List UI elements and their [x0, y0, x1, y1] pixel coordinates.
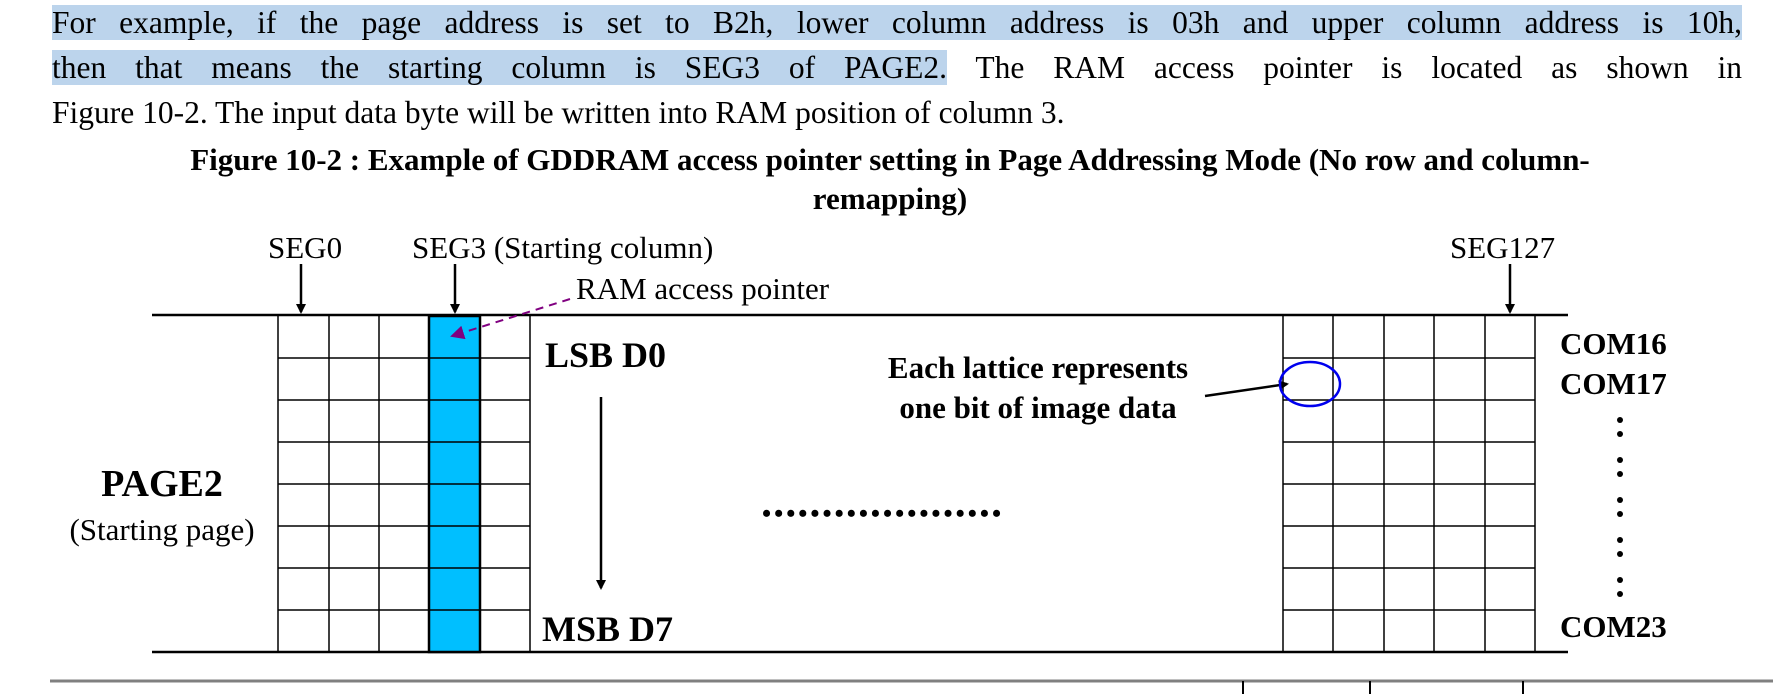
- ellipsis-dots: ••••••••••••••••••••: [762, 499, 1004, 528]
- seg127-label: SEG127: [1450, 230, 1555, 265]
- com-vertical-dots: [1617, 417, 1623, 597]
- page-label: PAGE2: [101, 463, 223, 505]
- lsb-label: LSB D0: [545, 335, 666, 375]
- com23-label: COM23: [1560, 609, 1667, 644]
- page-sublabel: (Starting page): [69, 512, 254, 547]
- paragraph-line-2: then that means the starting column is S…: [52, 45, 1742, 90]
- paragraph-line-3: Figure 10-2. The input data byte will be…: [52, 95, 1065, 130]
- msb-label: MSB D7: [542, 609, 673, 649]
- com16-label: COM16: [1560, 326, 1667, 361]
- left-grid: [277, 314, 531, 654]
- lattice-arrow: [1204, 380, 1289, 398]
- seg3-label: SEG3 (Starting column): [412, 230, 713, 265]
- paragraph-line-1: For example, if the page address is set …: [52, 0, 1742, 45]
- lattice-note-line-2: one bit of image data: [899, 390, 1177, 425]
- lattice-circle: [1278, 360, 1342, 408]
- highlighted-text: then that means the starting column is S…: [52, 50, 948, 85]
- body-paragraph: For example, if the page address is set …: [52, 0, 1742, 135]
- seg0-label: SEG0: [268, 230, 342, 265]
- highlighted-text: For example, if the page address is set …: [52, 5, 1742, 40]
- caption-line-1: Figure 10-2 : Example of GDDRAM access p…: [190, 142, 1590, 177]
- com17-label: COM17: [1560, 366, 1667, 401]
- caption-line-2: remapping): [812, 181, 968, 216]
- ram-pointer-arrow: [450, 298, 571, 340]
- figure-caption: Figure 10-2 : Example of GDDRAM access p…: [90, 140, 1690, 218]
- right-grid: [1282, 316, 1536, 652]
- paragraph-text: The RAM access pointer is located as sho…: [947, 50, 1742, 85]
- lattice-note-line-1: Each lattice represents: [888, 350, 1188, 385]
- ram-pointer-label: RAM access pointer: [576, 271, 830, 306]
